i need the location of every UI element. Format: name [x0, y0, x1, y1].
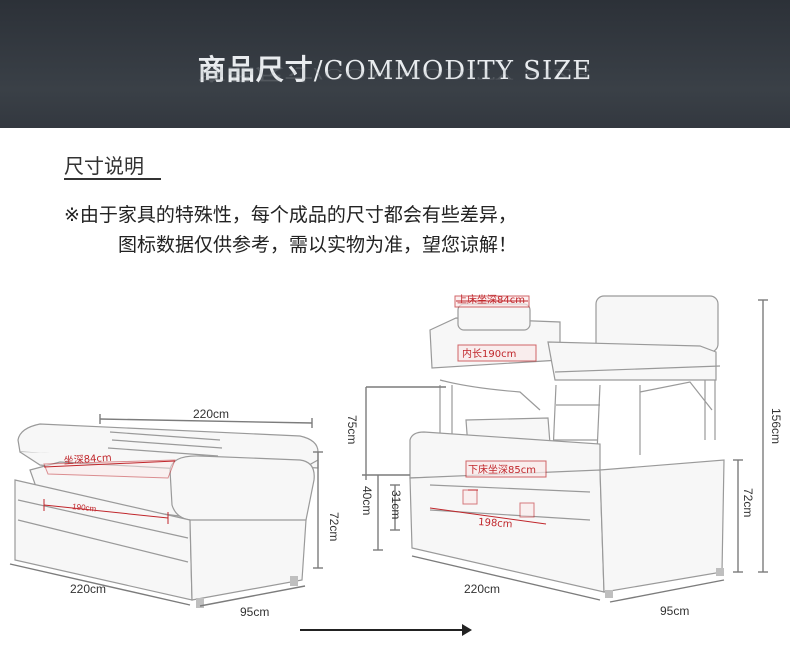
sofa-depth-label: 95cm	[240, 605, 269, 619]
bed-depth-label: 95cm	[660, 604, 689, 618]
sofa-seat-depth-label: 坐深84cm	[63, 452, 112, 467]
banner-title: 商品尺寸/COMMODITY SIZE	[0, 48, 790, 88]
bunk-bed-drawing	[362, 295, 768, 603]
sofa-drawing	[9, 414, 323, 608]
sofa-width-label: 220cm	[193, 407, 229, 421]
disclaimer-line-1: ※由于家具的特殊性，每个成品的尺寸都会有些差异，	[64, 204, 517, 226]
sofa-bottom-width-label: 220cm	[70, 582, 106, 596]
disclaimer-line-2: 图标数据仅供参考，需以实物为准，望您谅解！	[118, 234, 518, 256]
header-banner: 商品尺寸/COMMODITY SIZE 商品尺寸/COMMODITY SIZE	[0, 0, 790, 128]
sofa-height-label: 72cm	[327, 512, 341, 541]
upper-gap-height-label: 75cm	[345, 415, 359, 444]
upper-bed-seat-depth-label: 上床坐深84cm	[457, 293, 525, 306]
banner-title-en: COMMODITY SIZE	[323, 56, 593, 86]
banner-title-cn: 商品尺寸	[197, 53, 314, 86]
bed-width-label: 220cm	[464, 582, 500, 596]
sofa-inner-length-label: 190cm	[72, 502, 97, 513]
banner-title-separator: /	[313, 56, 324, 86]
lower-bed-height-label: 40cm	[360, 486, 374, 515]
bed-side-height-label: 72cm	[741, 488, 755, 517]
bed-inner-length-label: 内长190cm	[462, 347, 516, 360]
section-title: 尺寸说明	[64, 154, 144, 178]
seat-height-label: 31cm	[389, 490, 403, 519]
bottom-divider	[300, 624, 472, 636]
section-title-underline	[64, 178, 161, 180]
bed-total-height-label: 156cm	[769, 408, 783, 444]
lower-bed-seat-depth-label: 下床坐深85cm	[468, 463, 536, 476]
lower-bed-length-label: 198cm	[478, 517, 513, 530]
